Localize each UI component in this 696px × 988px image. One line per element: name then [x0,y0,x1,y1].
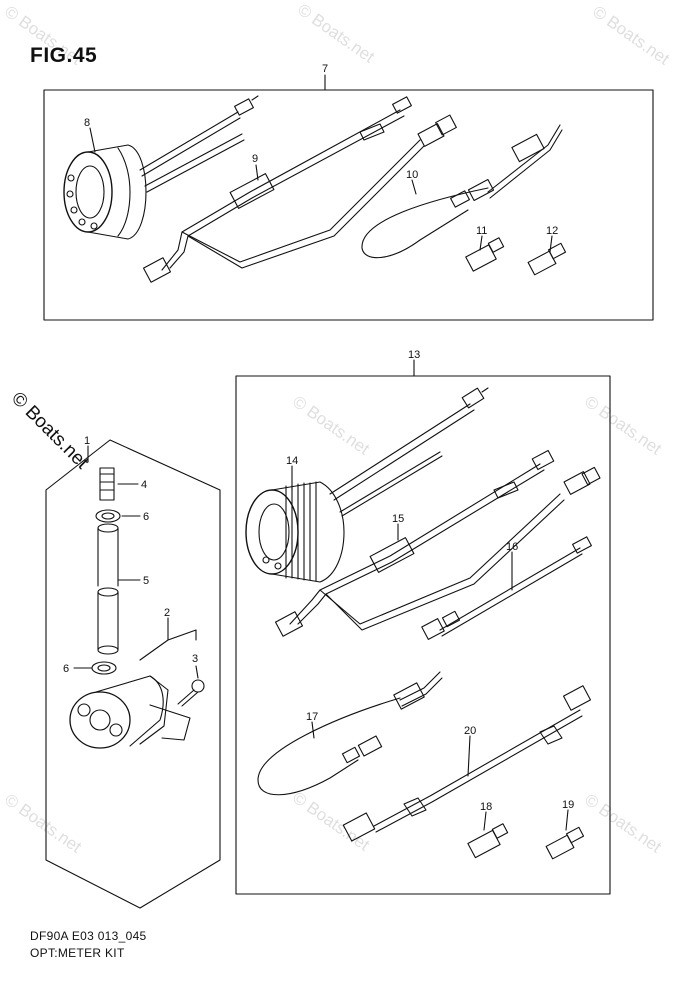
callout-18: 18 [480,801,492,813]
callout-20: 20 [464,725,476,737]
part-11-fitting [465,237,505,272]
part-8-harness [139,95,259,193]
leader-18 [483,811,487,831]
callouts: 7 8 9 10 11 12 1 4 6 5 2 3 6 13 14 15 16… [63,63,574,813]
part-3-screw [177,679,205,707]
callout-1: 1 [84,435,90,447]
part-8-gauge [63,144,147,240]
callout-16: 16 [506,541,518,553]
callout-4: 4 [141,479,147,491]
callout-15: 15 [392,513,404,525]
leader-20 [467,735,471,777]
kit-box-7 [43,89,654,321]
part-4-nipple [99,467,115,501]
callout-12: 12 [546,225,558,237]
leader-19 [565,809,569,831]
part-17-cable [257,671,443,796]
leader-17 [311,721,315,739]
callout-2: 2 [164,607,170,619]
leader-3 [195,665,199,679]
leader-9 [255,164,259,181]
part-5-hose [97,523,119,655]
part-9-harness [142,96,457,283]
callout-6b: 6 [63,663,69,675]
leader-10 [411,179,417,195]
callout-14: 14 [286,455,298,467]
callout-13: 13 [408,349,420,361]
callout-10: 10 [406,169,418,181]
leader-8 [89,127,96,153]
part-20-harness [342,685,592,842]
part-16-cable [421,536,592,640]
part-18-fitting [467,823,509,859]
figure-name: OPT:METER KIT [30,946,125,960]
part-6-clamp-bottom [91,661,117,675]
part-10-cable [361,124,563,259]
callout-5: 5 [143,575,149,587]
callout-19: 19 [562,799,574,811]
callout-3: 3 [192,653,198,665]
callout-11: 11 [476,225,487,237]
callout-8: 8 [84,117,90,129]
callout-7: 7 [322,63,328,75]
kit-box-1 [45,439,221,909]
figure-title: FIG.45 [30,44,98,67]
leader-12 [549,235,553,253]
part-15-harness [274,449,601,637]
part-12-fitting [527,242,567,276]
callout-9: 9 [252,153,258,165]
leader-11 [479,235,483,251]
part-6-clamp-top [95,509,121,523]
callout-6a: 6 [143,511,149,523]
part-14-harness [329,387,489,517]
kit-box-13 [235,375,611,895]
part-2-pickup [69,675,191,749]
part-14-gauge [245,481,345,583]
part-19-fitting [545,826,585,860]
callout-17: 17 [306,711,318,723]
figure-code: DF90A E03 013_045 [30,929,147,943]
leader-2 [139,617,197,661]
